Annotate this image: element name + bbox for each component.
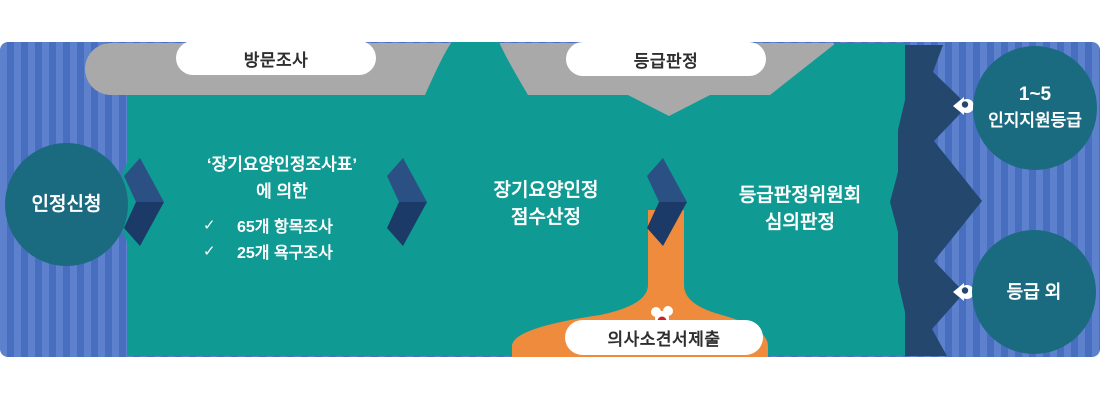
committee-line2: 심의판정 — [765, 212, 835, 233]
check-icon: ✓ — [203, 243, 216, 260]
gray-callout-tail — [626, 94, 712, 116]
visit-survey-pill-label: 방문조사 — [243, 50, 309, 70]
outcome-pin-icon-1 — [953, 97, 974, 115]
chevron-arrow-3 — [647, 158, 687, 246]
scoring-line2: 점수산정 — [511, 207, 581, 228]
start-circle-label: 인정신청 — [31, 193, 102, 215]
scoring-text: 장기요양인정 점수산정 — [446, 177, 646, 231]
start-circle: 인정신청 — [5, 143, 128, 266]
outcome-no-grade-circle: 등급 외 — [972, 230, 1096, 354]
chevron-arrow-1 — [124, 158, 164, 246]
visit-survey-pill: 방문조사 — [176, 41, 376, 75]
check-icon: ✓ — [203, 217, 216, 234]
navy-band — [890, 45, 982, 356]
outcome-no-grade-label: 등급 외 — [1006, 282, 1062, 302]
survey-basis-line1: ‘장기요양인정조사표’ — [206, 155, 358, 174]
outcome-grade-circle: 1~5 인지지원등급 — [973, 46, 1097, 170]
survey-check-item-label: 65개 항목조사 — [237, 219, 333, 236]
grade-judgement-pill-label: 등급판정 — [633, 51, 699, 71]
committee-text: 등급판정위원회 심의판정 — [700, 182, 900, 236]
survey-check-item: ✓ 25개 욕구조사 — [203, 238, 333, 264]
doctor-opinion-pill: 의사소견서제출 — [565, 320, 763, 355]
survey-basis-line2: 에 의한 — [256, 182, 308, 201]
scoring-line1: 장기요양인정 — [493, 180, 599, 201]
chevron-arrow-2 — [387, 158, 427, 246]
committee-line1: 등급판정위원회 — [738, 185, 862, 206]
teal-banner — [111, 42, 905, 356]
survey-basis-text: ‘장기요양인정조사표’ 에 의한 — [162, 151, 402, 205]
outcome-grade-line2: 인지지원등급 — [988, 111, 1082, 130]
grade-judgement-pill: 등급판정 — [566, 42, 766, 76]
survey-check-item-label: 25개 욕구조사 — [237, 245, 333, 262]
outcome-pin-icon-2 — [953, 283, 974, 301]
survey-check-item: ✓ 65개 항목조사 — [203, 212, 333, 238]
doctor-opinion-pill-label: 의사소견서제출 — [607, 330, 721, 349]
outcome-grade-line1: 1~5 — [1018, 84, 1052, 105]
survey-check-list: ✓ 65개 항목조사 ✓ 25개 욕구조사 — [203, 212, 333, 264]
